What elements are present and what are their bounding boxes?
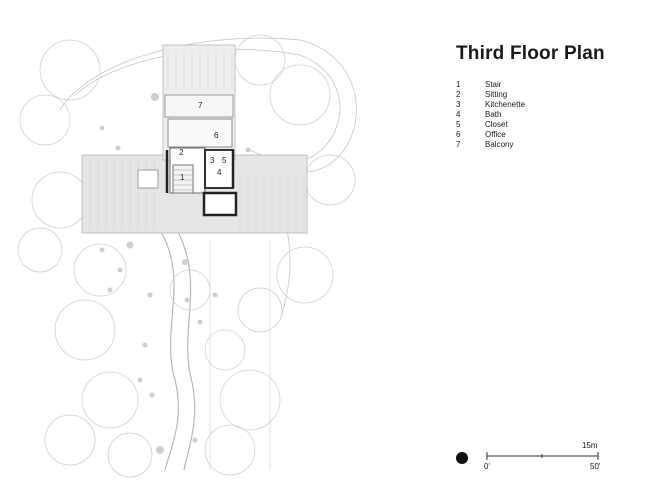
landscape-sweep-outer — [59, 37, 357, 173]
room-label-7: 7 — [198, 101, 203, 110]
legend-number: 6 — [456, 130, 461, 139]
legend-number: 1 — [456, 80, 461, 89]
stair-treads — [173, 169, 193, 191]
legend-number: 5 — [456, 120, 461, 129]
legend-label: Bath — [485, 110, 502, 119]
legend-item: 7 Balcony — [456, 140, 525, 150]
scale-bar — [486, 452, 599, 460]
room-label-3: 3 — [210, 156, 215, 165]
legend-label: Balcony — [485, 140, 514, 149]
room-label-4: 4 — [217, 168, 222, 177]
north-arrow-icon — [456, 452, 468, 464]
scale-metric-label: 15m — [582, 441, 598, 450]
core-box — [202, 191, 238, 217]
room-label-5: 5 — [222, 156, 227, 165]
office-room — [167, 118, 233, 148]
wall-details — [165, 150, 235, 193]
legend-item: 3 Kitchenette — [456, 100, 525, 110]
balcony-room — [164, 94, 234, 118]
legend-item: 4 Bath — [456, 110, 525, 120]
walkway-curve — [159, 229, 179, 471]
walkway-curve-inner — [177, 231, 196, 471]
page-title: Third Floor Plan — [456, 43, 605, 64]
legend-number: 4 — [456, 110, 461, 119]
skylight — [137, 169, 159, 189]
shrub-marks — [99, 93, 251, 454]
scale-imperial-label: 50' — [590, 462, 601, 471]
room-label-2: 2 — [179, 148, 184, 157]
stair-room — [172, 164, 194, 194]
legend-number: 3 — [456, 100, 461, 109]
legend-label: Closet — [485, 120, 508, 129]
legend-label: Kitchenette — [485, 100, 526, 109]
room-label-1: 1 — [180, 173, 185, 182]
legend-number: 2 — [456, 90, 461, 99]
deck-hatching — [89, 50, 305, 230]
room-label-6: 6 — [214, 131, 219, 140]
room-legend: 1 Stair 2 Sitting 3 Kitchenette 4 Bath 5 Clos… — [456, 80, 525, 150]
legend-label: Stair — [485, 80, 502, 89]
legend-item: 2 Sitting — [456, 90, 525, 100]
legend-number: 7 — [456, 140, 461, 149]
legend-item: 5 Closet — [456, 120, 525, 130]
legend-label: Sitting — [485, 90, 508, 99]
legend-item: 1 Stair — [456, 80, 525, 90]
floor-rooms — [137, 94, 238, 217]
legend-label: Office — [485, 130, 506, 139]
legend-item: 6 Office — [456, 130, 525, 140]
scale-zero-label: 0' — [484, 462, 490, 471]
